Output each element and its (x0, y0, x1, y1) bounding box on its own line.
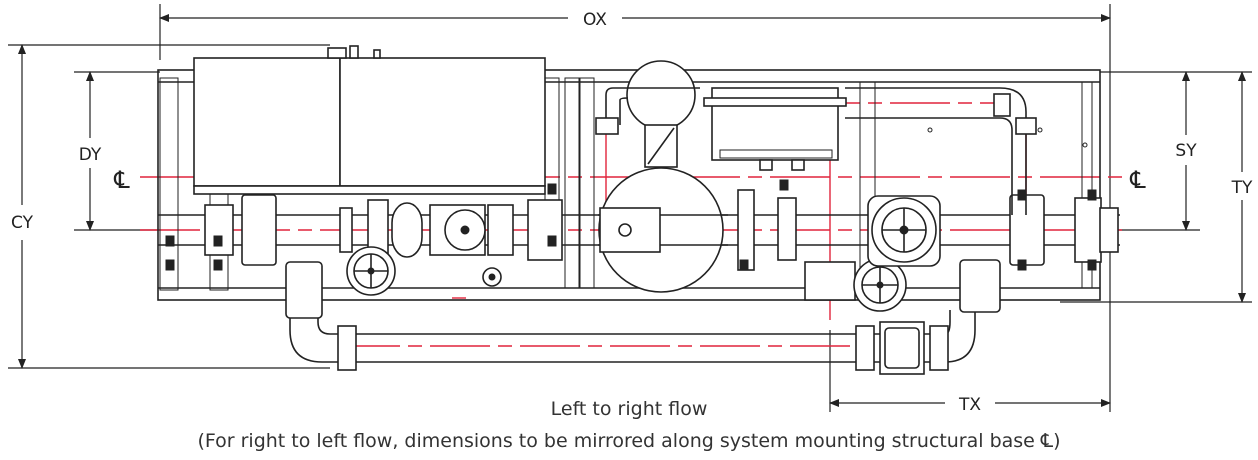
dim-tx-label: TX (958, 395, 981, 415)
dim-ox-label: OX (583, 10, 607, 30)
sample-pots (285, 259, 1001, 319)
strainer-section (339, 199, 563, 261)
handwheel-gearbox (867, 195, 941, 267)
valve-handwheels (346, 195, 941, 312)
flow-meter (598, 60, 797, 293)
dim-cy-label: CY (11, 213, 34, 233)
dim-sy-label: SY (1175, 141, 1197, 161)
centerline-symbol-left: ℄ (113, 166, 130, 194)
dim-dy-label: DY (79, 145, 102, 165)
pipe-supports (165, 179, 1097, 271)
centerline-symbol-right: ℄ (1129, 166, 1146, 194)
electrical-enclosures (193, 45, 546, 195)
mirror-note-caption: (For right to left flow, dimensions to b… (197, 430, 1061, 452)
flow-direction-caption: Left to right flow (550, 398, 708, 420)
lower-loop-pipe (289, 300, 976, 375)
bypass-piping (595, 87, 1037, 215)
main-process-pipe (158, 194, 1120, 266)
transmitter-enclosure (703, 87, 847, 171)
dim-ty-label: TY (1231, 178, 1253, 198)
handwheel-small (482, 267, 502, 287)
handwheel-left (346, 246, 396, 296)
dimension-lines: OX CY DY SY TY TX (8, 4, 1253, 415)
